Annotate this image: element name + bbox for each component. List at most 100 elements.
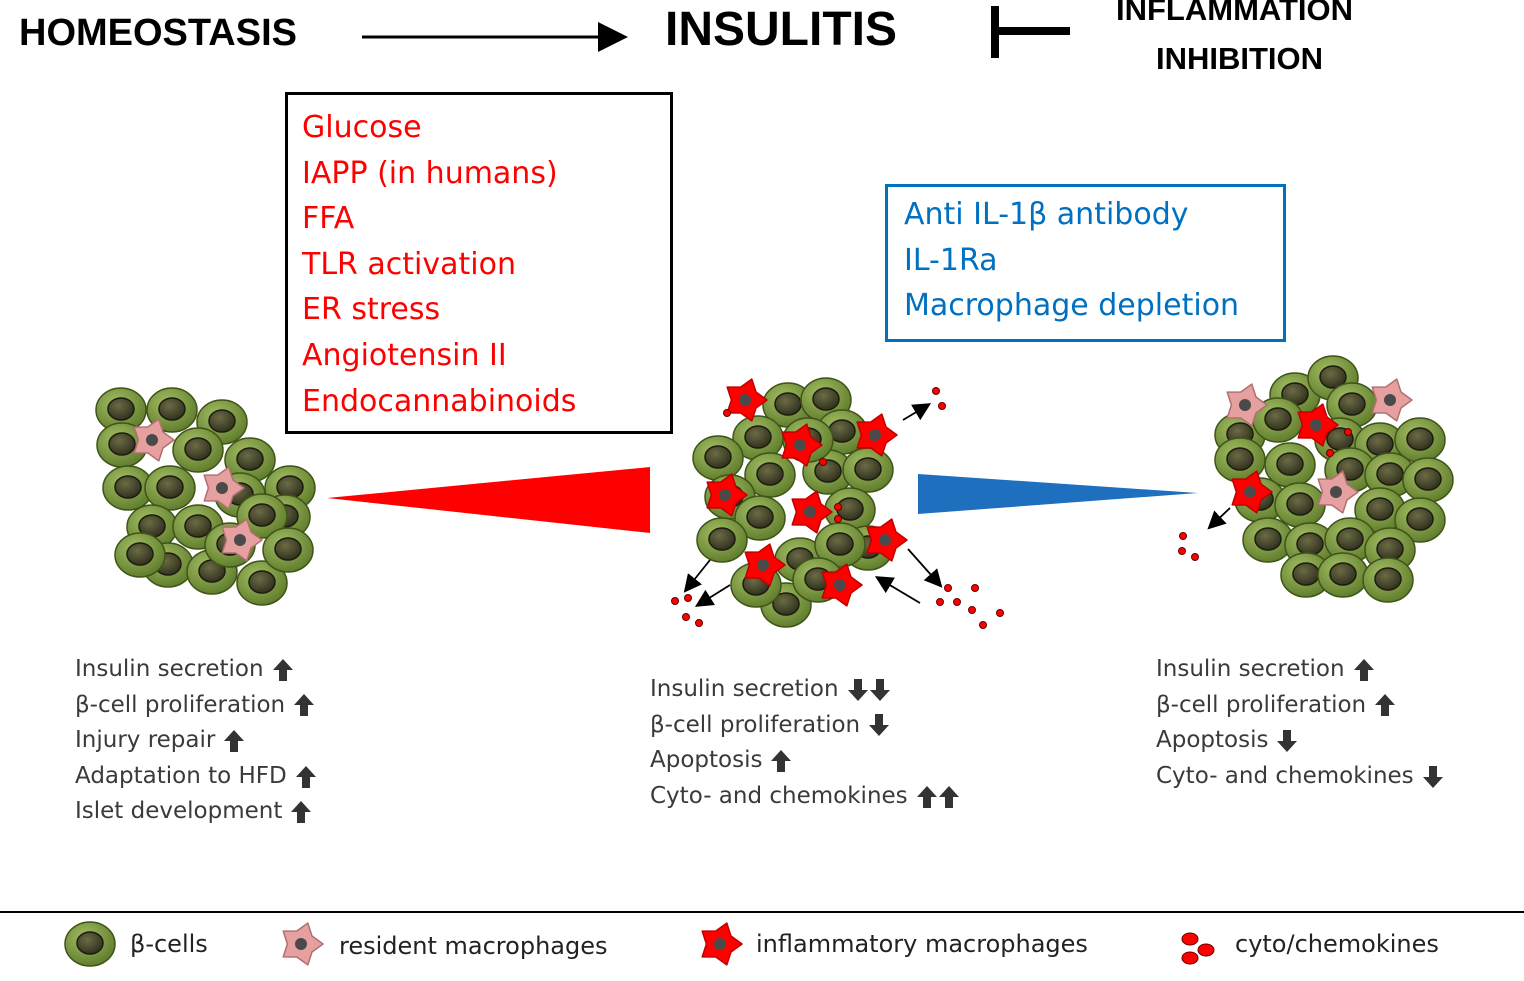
effect-row: β-cell proliferation bbox=[650, 708, 960, 744]
beta-cell bbox=[95, 387, 147, 433]
arrow-down-icon bbox=[847, 678, 868, 701]
cytokine-dot bbox=[979, 621, 987, 629]
resident-macrophage bbox=[221, 518, 263, 562]
cytokine-dot bbox=[944, 584, 952, 592]
resident-macrophage bbox=[1226, 383, 1268, 427]
beta-cell bbox=[262, 527, 314, 573]
inhibitors-box-item: IL-1Ra bbox=[904, 242, 998, 278]
header-homeostasis: HOMEOSTASIS bbox=[19, 12, 297, 54]
beta-cell bbox=[64, 921, 116, 967]
inhibitors-box-item: Anti IL-1β antibody bbox=[904, 197, 1189, 232]
secretion-arrow bbox=[683, 559, 711, 593]
effect-row: Apoptosis bbox=[1156, 723, 1444, 759]
effect-direction bbox=[1353, 658, 1375, 682]
trigger-wedge bbox=[327, 467, 650, 533]
effect-label: Islet development bbox=[75, 798, 283, 825]
secretion-arrow bbox=[902, 403, 932, 421]
inhibition-bar-icon bbox=[991, 6, 1070, 58]
effect-direction bbox=[272, 658, 294, 682]
effect-row: Injury repair bbox=[75, 723, 317, 759]
inflammatory-macrophage bbox=[781, 423, 823, 467]
cytokine-dot bbox=[1191, 553, 1199, 561]
beta-cell bbox=[144, 465, 196, 511]
effect-direction bbox=[916, 785, 960, 809]
effect-direction bbox=[1422, 765, 1444, 789]
cytokine-dot bbox=[671, 597, 679, 605]
inflammatory-macrophage bbox=[706, 473, 748, 517]
beta-cell bbox=[1394, 417, 1446, 463]
inflammatory-macrophage bbox=[701, 922, 743, 966]
header-insulitis: INSULITIS bbox=[665, 3, 898, 56]
beta-cell bbox=[692, 435, 744, 481]
effect-direction bbox=[770, 749, 792, 773]
arrow-up-icon bbox=[1375, 694, 1396, 717]
effect-row: Insulin secretion bbox=[650, 672, 960, 708]
secretion-arrow bbox=[1207, 507, 1231, 530]
effect-direction bbox=[1276, 729, 1298, 753]
effect-direction bbox=[293, 693, 315, 717]
arrow-up-icon bbox=[916, 785, 937, 808]
inflammatory-macrophage bbox=[726, 378, 768, 422]
beta-cell bbox=[172, 427, 224, 473]
effect-direction bbox=[1374, 693, 1396, 717]
resident-macrophage bbox=[133, 418, 175, 462]
beta-cell bbox=[236, 560, 288, 606]
effect-row: Cyto- and chemokines bbox=[1156, 759, 1444, 795]
beta-cell bbox=[1354, 487, 1406, 533]
islet-homeostasis bbox=[95, 387, 316, 606]
effect-direction bbox=[868, 713, 890, 737]
cytokine-dot bbox=[834, 515, 842, 523]
arrow-down-icon bbox=[869, 678, 890, 701]
beta-cell bbox=[744, 452, 796, 498]
inhibitor-wedge bbox=[918, 474, 1198, 514]
beta-cell bbox=[1362, 557, 1414, 603]
effect-direction bbox=[290, 800, 312, 824]
cytokine-dot bbox=[996, 609, 1004, 617]
effect-row: Insulin secretion bbox=[75, 652, 317, 688]
beta-cell bbox=[1402, 457, 1454, 503]
effect-direction bbox=[847, 678, 891, 702]
cytokine-dot bbox=[1326, 449, 1334, 457]
beta-cell bbox=[1394, 497, 1446, 543]
cytokine-dot bbox=[684, 594, 692, 602]
inflammatory-macrophage bbox=[1231, 470, 1273, 514]
triggers-box-item: Glucose bbox=[302, 110, 422, 145]
beta-cell bbox=[814, 522, 866, 568]
effect-label: Insulin secretion bbox=[1156, 656, 1345, 682]
effect-label: Insulin secretion bbox=[650, 676, 839, 702]
arrow-down-icon bbox=[869, 714, 890, 737]
resident-macrophage bbox=[1317, 470, 1359, 514]
beta-cell bbox=[114, 532, 166, 578]
islet-insulitis bbox=[692, 377, 908, 628]
inflammatory-macrophage bbox=[1297, 403, 1339, 447]
inflammatory-macrophage bbox=[866, 518, 908, 562]
inflammatory-macrophage bbox=[856, 413, 898, 457]
triggers-box-item: TLR activation bbox=[302, 246, 516, 282]
cytokine-layer bbox=[671, 387, 1352, 629]
cytokine-dot bbox=[1344, 428, 1352, 436]
beta-cell bbox=[1242, 517, 1294, 563]
secretion-arrow bbox=[694, 584, 731, 607]
beta-cell bbox=[102, 465, 154, 511]
cytokine-dot bbox=[819, 458, 827, 466]
effect-label: Insulin secretion bbox=[75, 656, 264, 682]
cytokine-dot bbox=[971, 584, 979, 592]
secretion-arrow bbox=[907, 548, 943, 588]
cytokine-dot bbox=[1178, 547, 1186, 555]
inflammatory-macrophage bbox=[791, 490, 833, 534]
legend-beta-cells: β-cells bbox=[130, 930, 208, 958]
resident-macrophage bbox=[282, 922, 324, 966]
inflammatory-macrophage bbox=[821, 563, 863, 607]
cytokine-dot bbox=[953, 598, 961, 606]
cytokine-dot bbox=[936, 598, 944, 606]
effect-row: Islet development bbox=[75, 794, 317, 830]
beta-cell bbox=[842, 447, 894, 493]
effect-label: Adaptation to HFD bbox=[75, 762, 287, 789]
effect-row: Cyto- and chemokines bbox=[650, 779, 960, 815]
effect-label: Cyto- and chemokines bbox=[1156, 762, 1414, 789]
effect-row: β-cell proliferation bbox=[75, 688, 317, 724]
legend-inflammatory-macrophages: inflammatory macrophages bbox=[756, 930, 1088, 958]
